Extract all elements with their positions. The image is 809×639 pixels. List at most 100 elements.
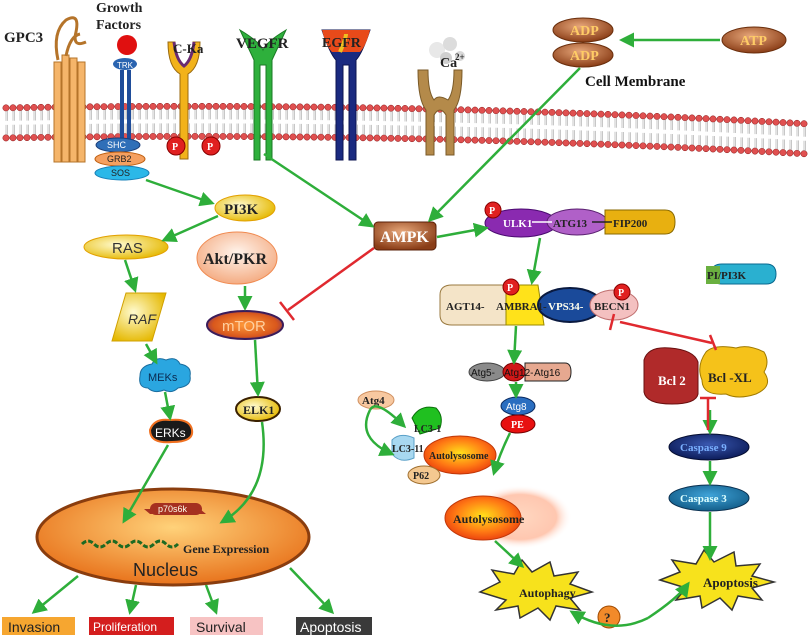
membrane-lipid-tail xyxy=(670,120,673,145)
membrane-lipid-tail xyxy=(306,110,309,135)
membrane-lipid-head xyxy=(702,145,710,153)
membrane-lipid-tail xyxy=(635,118,638,143)
ulk1-complex: ULK1 ATG13 FIP200 P xyxy=(484,201,676,238)
membrane-lipid-head xyxy=(800,150,808,158)
membrane-lipid-tail xyxy=(656,119,659,144)
membrane-lipid-head xyxy=(303,103,311,111)
outcome-invasion: Invasion xyxy=(2,617,75,635)
membrane-lipid-tail xyxy=(502,113,505,138)
membrane-lipid-head xyxy=(555,139,563,147)
membrane-lipid-head xyxy=(618,111,626,119)
atg5-complex: Atg5- Atg12- Atg16 xyxy=(468,362,572,382)
mtor-to-elk1-arrow xyxy=(249,339,265,397)
membrane-lipid-head xyxy=(793,119,801,127)
membrane-lipid-tail xyxy=(299,109,302,134)
activation-arrows xyxy=(31,32,720,627)
membrane-lipid-head xyxy=(233,103,241,110)
membrane-lipid-tail xyxy=(719,122,722,147)
membrane-lipid-head xyxy=(275,103,283,111)
membrane-lipid-head xyxy=(800,120,808,128)
membrane-lipid-tail xyxy=(754,124,757,149)
raf-node: RAF xyxy=(111,292,167,342)
membrane-lipid-head xyxy=(562,139,570,147)
outcome-proliferation: Proliferation xyxy=(89,617,174,635)
trk-receptor: Growth Factors TRK xyxy=(96,1,143,145)
membrane-lipid-head xyxy=(611,141,619,149)
nucleus-label: Nucleus xyxy=(133,560,198,580)
membrane-lipid-head xyxy=(373,134,381,142)
membrane-lipid-head xyxy=(513,107,521,115)
membrane-lipid-head xyxy=(464,106,472,114)
adp-group: ADP ADP xyxy=(552,17,614,68)
ras-label: RAS xyxy=(112,240,143,257)
membrane-lipid-tail xyxy=(789,125,792,150)
membrane-lipid-head xyxy=(324,133,332,141)
membrane-lipid-head xyxy=(457,136,465,144)
grb2-label: GRB2 xyxy=(107,154,132,164)
vegfr-to-ampk-arrow xyxy=(263,152,375,228)
pe-to-autolysosome-arrow xyxy=(490,432,512,476)
membrane-lipid-head xyxy=(324,103,332,111)
membrane-lipid-head xyxy=(93,133,101,141)
membrane-lipid-head xyxy=(219,132,227,140)
becn1-complex: AGT14- AMBRA1- VPS34- BECN1 P P xyxy=(439,278,639,326)
membrane-lipid-head xyxy=(436,135,444,143)
membrane-lipid-tail xyxy=(558,115,561,140)
egfr-label: EGFR xyxy=(322,36,362,51)
atg4-node: Atg4 xyxy=(357,390,395,410)
membrane-lipid-head xyxy=(765,118,773,126)
membrane-lipid-tail xyxy=(628,118,631,143)
membrane-lipid-head xyxy=(751,147,759,155)
membrane-lipid-head xyxy=(723,146,731,154)
membrane-lipid-head xyxy=(394,104,402,112)
membrane-lipid-head xyxy=(163,102,171,110)
membrane-lipid-tail xyxy=(5,110,8,135)
membrane-lipid-head xyxy=(527,138,535,146)
membrane-lipid-head xyxy=(16,134,24,142)
membrane-lipid-head xyxy=(9,134,17,142)
membrane-lipid-head xyxy=(744,147,752,155)
membrane-lipid-head xyxy=(205,102,213,110)
atg16-label: Atg16 xyxy=(534,368,561,379)
atg4-loop-arrow-1 xyxy=(364,409,395,456)
pi-pi3k-label: PI/PI3K xyxy=(707,270,747,282)
ckit-label: C-Ka xyxy=(173,41,204,56)
membrane-lipid-tail xyxy=(621,117,624,142)
membrane-lipid-head xyxy=(289,133,297,141)
svg-text:P: P xyxy=(207,142,213,153)
membrane-lipid-tail xyxy=(159,109,162,134)
membrane-lipid-tail xyxy=(782,125,785,150)
membrane-lipid-head xyxy=(562,109,570,117)
membrane-lipid-head xyxy=(212,102,220,110)
membrane-lipid-head xyxy=(387,134,395,142)
mtor-label: mTOR xyxy=(222,318,266,335)
membrane-lipid-head xyxy=(394,134,402,142)
membrane-lipid-head xyxy=(191,132,199,140)
membrane-lipid-tail xyxy=(544,115,547,140)
ulk1-phospho: P xyxy=(484,201,502,219)
calcium-superscript: 2+ xyxy=(455,52,465,62)
membrane-lipid-tail xyxy=(467,112,470,137)
membrane-lipid-tail xyxy=(488,113,491,138)
membrane-lipid-head xyxy=(478,106,486,114)
membrane-lipid-head xyxy=(716,115,724,123)
membrane-lipid-head xyxy=(779,149,787,157)
membrane-lipid-tail xyxy=(369,110,372,135)
membrane-lipid-head xyxy=(660,113,668,121)
membrane-lipid-head xyxy=(492,137,500,145)
membrane-lipid-head xyxy=(688,114,696,122)
bclxl-node: Bcl -XL xyxy=(699,346,769,398)
egfr-receptor: EGFR xyxy=(321,29,371,161)
bcl2-node: Bcl 2 xyxy=(643,347,699,405)
membrane-lipid-head xyxy=(408,105,416,113)
membrane-lipid-tail xyxy=(747,123,750,148)
membrane-lipid-head xyxy=(86,103,94,111)
membrane-lipid-head xyxy=(149,102,157,110)
membrane-lipid-head xyxy=(653,142,661,150)
membrane-lipid-tail xyxy=(208,109,211,134)
membrane-lipid-head xyxy=(387,104,395,112)
membrane-lipid-tail xyxy=(110,109,113,134)
membrane-lipid-head xyxy=(457,106,465,114)
membrane-lipid-tail xyxy=(145,109,148,134)
